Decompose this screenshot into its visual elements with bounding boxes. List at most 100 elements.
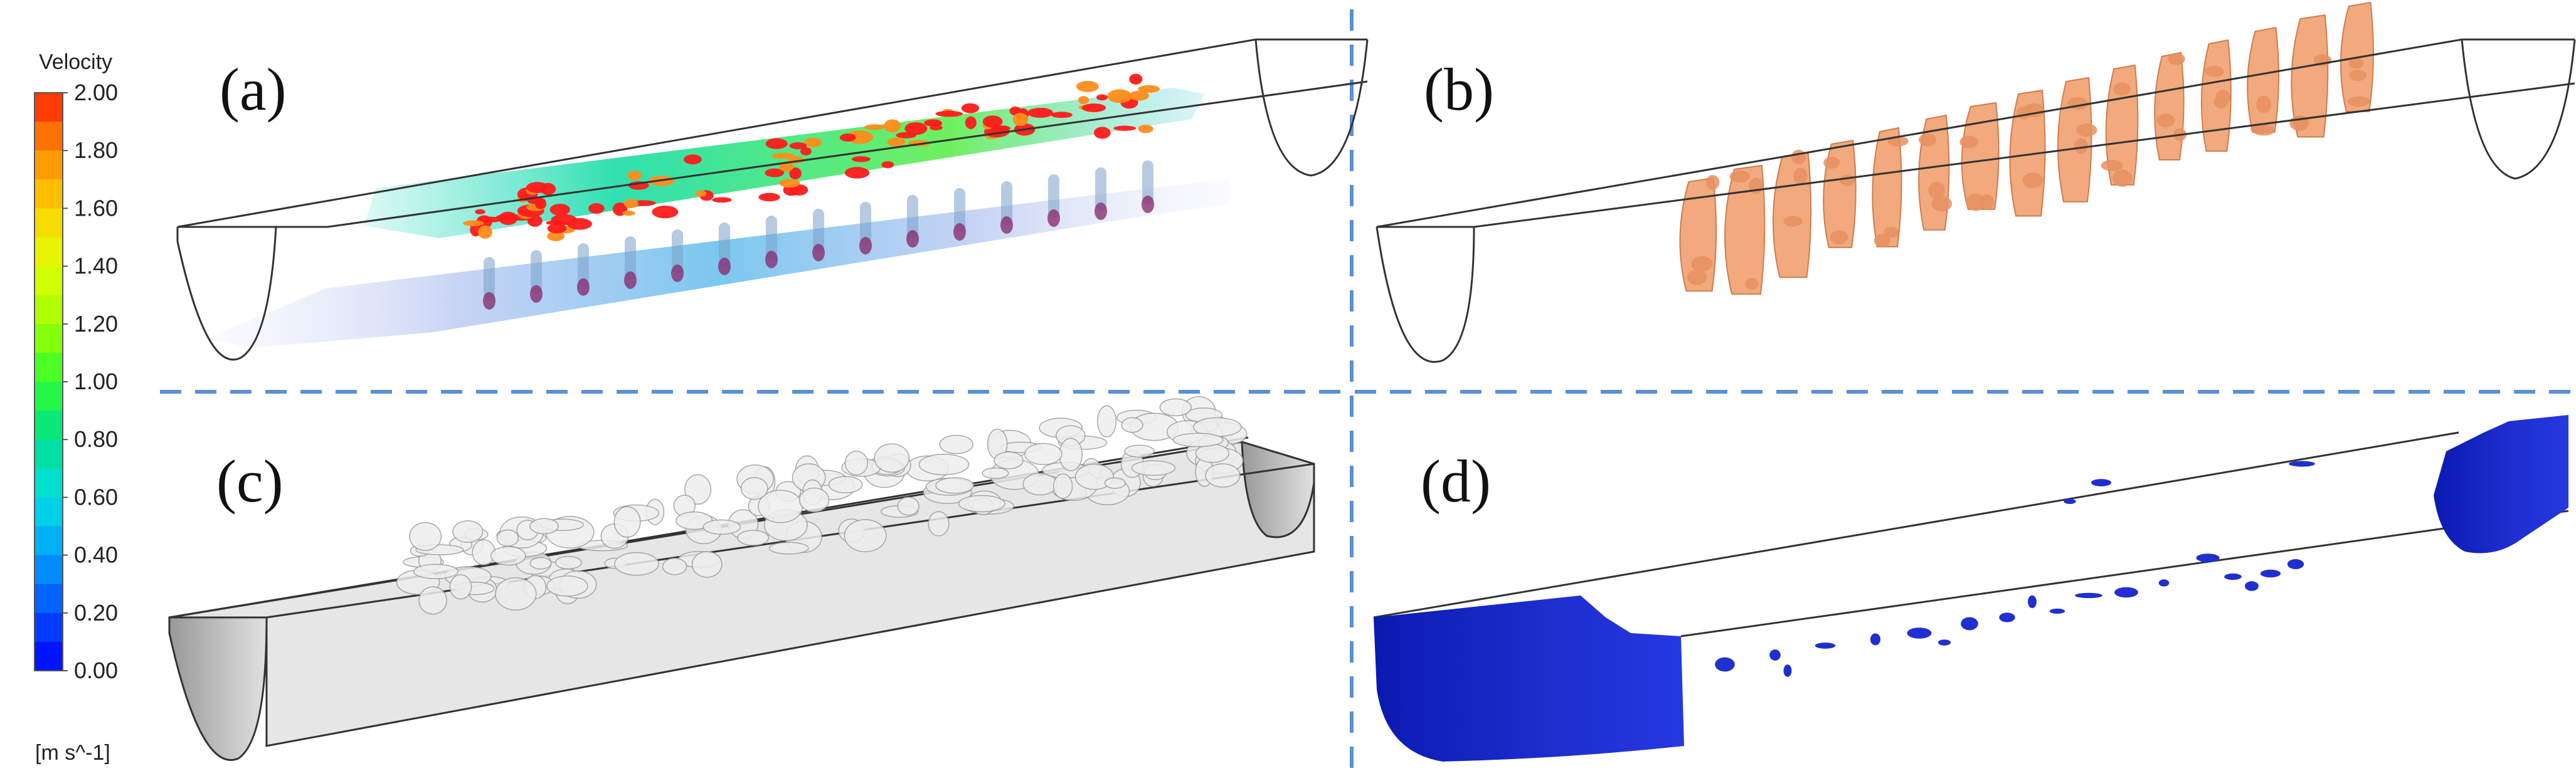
legend-color-step <box>34 612 63 642</box>
interface-patch <box>994 451 1024 469</box>
interface-patch <box>935 477 974 494</box>
gas-column <box>2057 76 2092 202</box>
interface-patch <box>691 551 723 578</box>
gas-blob <box>2252 125 2275 136</box>
interface-patch <box>546 575 588 597</box>
liquid-fragment <box>1769 649 1781 661</box>
interface-patch <box>1205 463 1241 488</box>
bubble-plume <box>907 195 918 239</box>
legend-tick-label: 0.80 <box>74 426 118 452</box>
high-velocity-spot <box>771 152 795 159</box>
panel-c-end-cap-left <box>168 616 268 761</box>
interface-patch <box>529 518 559 535</box>
interface-patch <box>1074 463 1115 490</box>
high-velocity-spot <box>1027 107 1054 118</box>
legend-color-step <box>34 295 63 325</box>
interface-patch <box>449 574 472 600</box>
gas-blob <box>1931 196 1953 212</box>
gas-blob <box>1745 278 1759 290</box>
liquid-fragment <box>1907 627 1932 639</box>
interface-patch <box>982 467 1009 479</box>
legend-color-step <box>34 179 63 209</box>
legend-tick-label: 0.00 <box>74 658 118 683</box>
liquid-fragment <box>1783 664 1792 677</box>
high-velocity-spot <box>965 116 977 129</box>
legend-color-step <box>34 122 63 151</box>
high-velocity-spot <box>881 161 894 169</box>
gas-blob <box>1874 234 1890 247</box>
interface-patch <box>418 586 447 615</box>
plume-root <box>765 251 778 268</box>
gas-blob <box>1919 133 1937 147</box>
interface-patch <box>844 519 887 552</box>
legend-color-step <box>34 584 63 614</box>
high-velocity-spot <box>804 137 822 147</box>
legend-tick-label: 0.40 <box>74 542 118 568</box>
legend-color-step <box>34 93 63 122</box>
interface-patch <box>828 476 863 494</box>
interface-patch <box>740 477 768 500</box>
plume-root <box>624 271 637 289</box>
plume-root <box>1095 202 1107 220</box>
gas-column <box>2247 26 2280 134</box>
plume-root <box>812 244 825 261</box>
bubble-plume <box>578 243 589 287</box>
high-velocity-spot <box>982 115 1003 128</box>
plume-root <box>906 230 919 248</box>
gas-blob <box>1783 216 1803 227</box>
legend-color-step <box>34 555 63 585</box>
legend-color-step <box>34 497 63 527</box>
high-velocity-spot <box>1138 124 1153 134</box>
plume-root <box>953 223 966 241</box>
panel-b-gas-columns <box>1679 1 2374 295</box>
high-velocity-spot <box>884 119 901 133</box>
high-velocity-spot <box>1078 96 1089 105</box>
gas-blob <box>1980 194 1995 210</box>
high-velocity-spot <box>479 216 502 223</box>
high-velocity-spot <box>695 190 707 197</box>
gas-blob <box>2076 123 2097 137</box>
interface-patch <box>496 529 519 547</box>
plume-root <box>1047 209 1060 227</box>
high-velocity-spot <box>765 138 788 149</box>
gas-blob <box>1691 256 1713 272</box>
interface-patch <box>662 557 687 575</box>
high-velocity-spot <box>864 124 886 130</box>
gas-blob <box>1830 230 1848 244</box>
panel-dividers <box>160 9 2572 768</box>
high-velocity-spot <box>779 179 800 188</box>
gas-column <box>2154 51 2185 160</box>
high-velocity-spot <box>779 162 794 172</box>
legend-color-step <box>34 439 63 469</box>
gas-column <box>1872 127 1902 248</box>
legend-tick-label: 2.00 <box>74 80 118 105</box>
high-velocity-spot <box>839 133 856 142</box>
panel-a-velocity-contour: (a) <box>176 38 1369 361</box>
gas-blob <box>2113 82 2131 96</box>
high-velocity-spot <box>1129 90 1149 101</box>
gas-blob <box>2022 172 2043 189</box>
interface-patch <box>897 496 920 516</box>
high-velocity-spot <box>846 130 874 144</box>
legend-color-step <box>34 468 63 498</box>
liquid-fragment <box>2196 553 2220 562</box>
legend-tick-label: 0.60 <box>74 484 118 510</box>
high-velocity-spot <box>935 110 963 117</box>
liquid-fragment <box>1715 657 1735 672</box>
high-velocity-spot <box>1107 89 1132 103</box>
legend-color-bar <box>34 92 63 671</box>
liquid-fragment <box>1815 642 1836 649</box>
interface-patch <box>928 511 950 537</box>
liquid-fragment <box>2158 579 2170 587</box>
interface-patch <box>614 552 659 576</box>
bubble-plume <box>1001 181 1012 225</box>
gas-blob <box>1959 135 1978 149</box>
liquid-fragment <box>2028 595 2037 609</box>
interface-patch <box>495 577 537 611</box>
bubble-plume <box>625 236 636 280</box>
legend-unit: [m s^-1] <box>35 741 110 765</box>
bubble-plume <box>484 257 495 301</box>
gas-blob <box>2168 53 2185 65</box>
bubble-plume <box>1095 167 1106 211</box>
high-velocity-spot <box>623 199 639 208</box>
